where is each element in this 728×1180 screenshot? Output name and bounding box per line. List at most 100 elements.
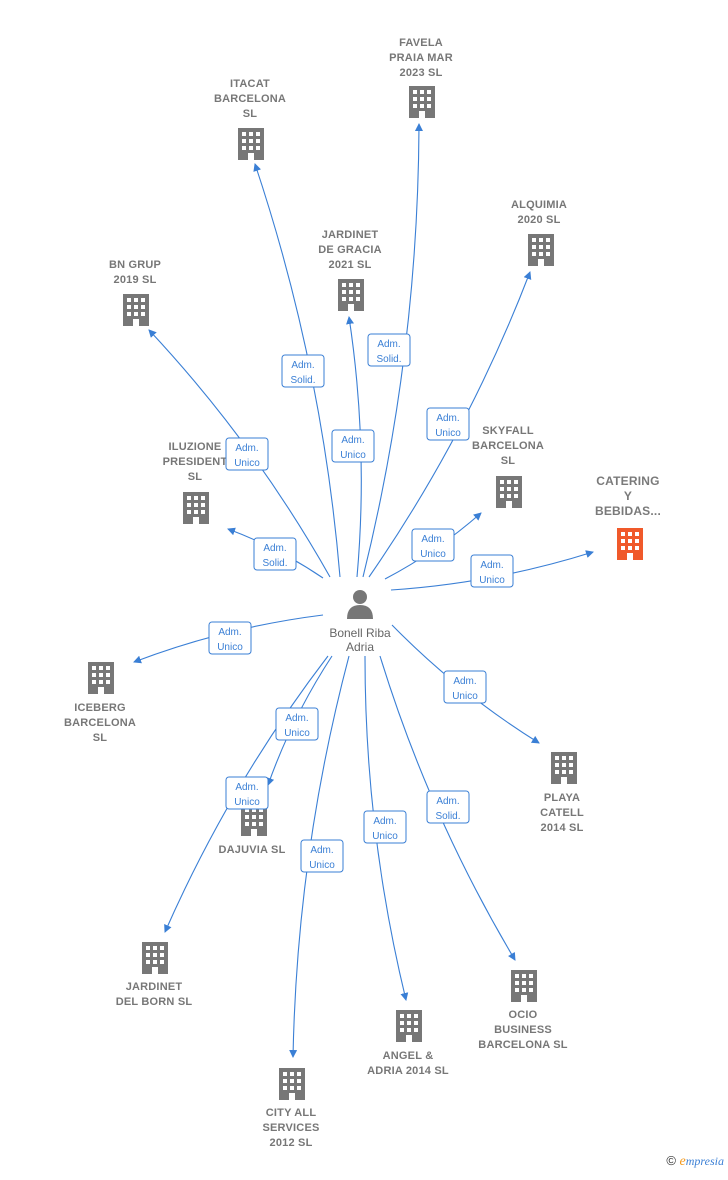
building-icon[interactable] (511, 970, 537, 1002)
company-label-line[interactable]: BARCELONA (64, 717, 136, 729)
person-icon-head[interactable] (353, 590, 367, 604)
company-label-line[interactable]: SL (243, 108, 258, 120)
role-badge-iceberg[interactable]: Adm.Unico (208, 621, 252, 655)
company-label-line[interactable]: DE GRACIA (318, 244, 382, 256)
role-badge-jardinet-born[interactable]: Adm.Unico (225, 776, 269, 810)
role-badge-box[interactable] (208, 621, 252, 655)
role-badge-favela[interactable]: Adm.Solid. (367, 333, 411, 367)
role-badge-box[interactable] (411, 528, 455, 562)
company-label-line[interactable]: ICEBERG (74, 702, 126, 714)
role-badge-skyfall[interactable]: Adm.Unico (411, 528, 455, 562)
role-badge-ocio[interactable]: Adm.Solid. (426, 790, 470, 824)
role-badge-box[interactable] (253, 537, 297, 571)
brand-name[interactable]: mpresia (685, 1154, 724, 1168)
role-badge-box[interactable] (363, 810, 407, 844)
company-label-line[interactable]: 2020 SL (518, 214, 561, 226)
company-node-favela[interactable]: FAVELA PRAIA MAR 2023 SL (389, 37, 453, 118)
company-node-alquimia[interactable]: ALQUIMIA 2020 SL (511, 199, 567, 266)
company-label-line[interactable]: PRESIDENT (163, 456, 228, 468)
role-badge-angel[interactable]: Adm.Unico (363, 810, 407, 844)
company-label-line[interactable]: 2014 SL (541, 822, 584, 834)
company-label-line[interactable]: ALQUIMIA (511, 199, 567, 211)
company-label-line[interactable]: BARCELONA (472, 440, 544, 452)
company-label-line[interactable]: 2023 SL (400, 67, 443, 79)
company-label-line[interactable]: OCIO (509, 1009, 538, 1021)
building-icon[interactable] (409, 86, 435, 118)
company-node-angel[interactable]: ANGEL & ADRIA 2014 SL (367, 1010, 449, 1077)
company-label-line[interactable]: PLAYA (544, 792, 580, 804)
role-badge-box[interactable] (225, 437, 269, 471)
company-label-line[interactable]: BARCELONA SL (478, 1039, 567, 1051)
role-badge-box[interactable] (300, 839, 344, 873)
role-badge-playa[interactable]: Adm.Unico (443, 670, 487, 704)
company-label-line[interactable]: Y (624, 489, 632, 503)
role-badge-box[interactable] (443, 670, 487, 704)
building-icon[interactable] (88, 662, 114, 694)
building-icon[interactable] (238, 128, 264, 160)
role-badge-box[interactable] (426, 407, 470, 441)
company-label-line[interactable]: JARDINET (322, 229, 379, 241)
building-icon[interactable] (496, 476, 522, 508)
company-label-line[interactable]: CITY ALL (266, 1107, 317, 1119)
company-label-line[interactable]: ANGEL & (383, 1050, 434, 1062)
person-label-line[interactable]: Bonell Riba (329, 626, 391, 640)
company-node-city[interactable]: CITY ALL SERVICES 2012 SL (262, 1068, 319, 1149)
building-icon[interactable] (183, 492, 209, 524)
company-label-line[interactable]: ITACAT (230, 78, 270, 90)
building-icon[interactable] (142, 942, 168, 974)
company-node-jardinet-born[interactable]: JARDINET DEL BORN SL (116, 942, 193, 1008)
building-icon[interactable] (123, 294, 149, 326)
company-label-line[interactable]: CATELL (540, 807, 584, 819)
company-label-line[interactable]: BARCELONA (214, 93, 286, 105)
company-label-line[interactable]: BEBIDAS... (595, 504, 661, 518)
company-label-line[interactable]: 2012 SL (270, 1137, 313, 1149)
role-badge-jardinet-gracia[interactable]: Adm.Unico (331, 429, 375, 463)
company-node-skyfall[interactable]: SKYFALL BARCELONA SL (472, 425, 544, 508)
company-label-line[interactable]: SL (93, 732, 108, 744)
company-node-dajuvia[interactable]: DAJUVIA SL (219, 804, 286, 856)
company-label-line[interactable]: SKYFALL (482, 425, 534, 437)
company-label-line[interactable]: SL (501, 455, 516, 467)
company-node-jardinet-gracia[interactable]: JARDINET DE GRACIA 2021 SL (318, 229, 382, 311)
company-label-line[interactable]: DEL BORN SL (116, 996, 193, 1008)
company-label-line[interactable]: 2019 SL (114, 274, 157, 286)
role-badge-box[interactable] (426, 790, 470, 824)
role-badge-box[interactable] (225, 776, 269, 810)
person-icon[interactable] (347, 605, 373, 619)
role-badge-bn-grup[interactable]: Adm.Unico (225, 437, 269, 471)
company-label-line[interactable]: SL (188, 471, 203, 483)
role-badge-iluzione[interactable]: Adm.Solid. (253, 537, 297, 571)
company-label-line[interactable]: ADRIA 2014 SL (367, 1065, 449, 1077)
company-label-line[interactable]: DAJUVIA SL (219, 844, 286, 856)
company-label-line[interactable]: FAVELA (399, 37, 443, 49)
company-label-line[interactable]: JARDINET (126, 981, 183, 993)
building-icon[interactable] (528, 234, 554, 266)
company-label-line[interactable]: ILUZIONE (169, 441, 222, 453)
role-badge-box[interactable] (470, 554, 514, 588)
role-badge-city[interactable]: Adm.Unico (300, 839, 344, 873)
company-label-line[interactable]: CATERING (596, 474, 659, 488)
building-icon[interactable] (396, 1010, 422, 1042)
building-icon[interactable] (338, 279, 364, 311)
building-icon[interactable] (551, 752, 577, 784)
role-badge-dajuvia[interactable]: Adm.Unico (275, 707, 319, 741)
company-label-line[interactable]: 2021 SL (329, 259, 372, 271)
role-badge-catering[interactable]: Adm.Unico (470, 554, 514, 588)
company-node-iluzione[interactable]: ILUZIONE PRESIDENT SL (163, 441, 228, 524)
company-label-line[interactable]: BUSINESS (494, 1024, 552, 1036)
building-icon[interactable] (617, 528, 643, 560)
building-icon[interactable] (279, 1068, 305, 1100)
company-node-catering[interactable]: CATERINGYBEBIDAS... (595, 474, 661, 560)
company-node-iceberg[interactable]: ICEBERG BARCELONA SL (64, 662, 136, 744)
company-node-playa[interactable]: PLAYA CATELL 2014 SL (540, 752, 584, 834)
role-badge-box[interactable] (367, 333, 411, 367)
role-badge-box[interactable] (275, 707, 319, 741)
company-label-line[interactable]: PRAIA MAR (389, 52, 453, 64)
company-label-line[interactable]: SERVICES (262, 1122, 319, 1134)
role-badge-itacat[interactable]: Adm.Solid. (281, 354, 325, 388)
company-node-ocio[interactable]: OCIO BUSINESS BARCELONA SL (478, 970, 568, 1051)
role-badge-alquimia[interactable]: Adm.Unico (426, 407, 470, 441)
role-badge-box[interactable] (331, 429, 375, 463)
